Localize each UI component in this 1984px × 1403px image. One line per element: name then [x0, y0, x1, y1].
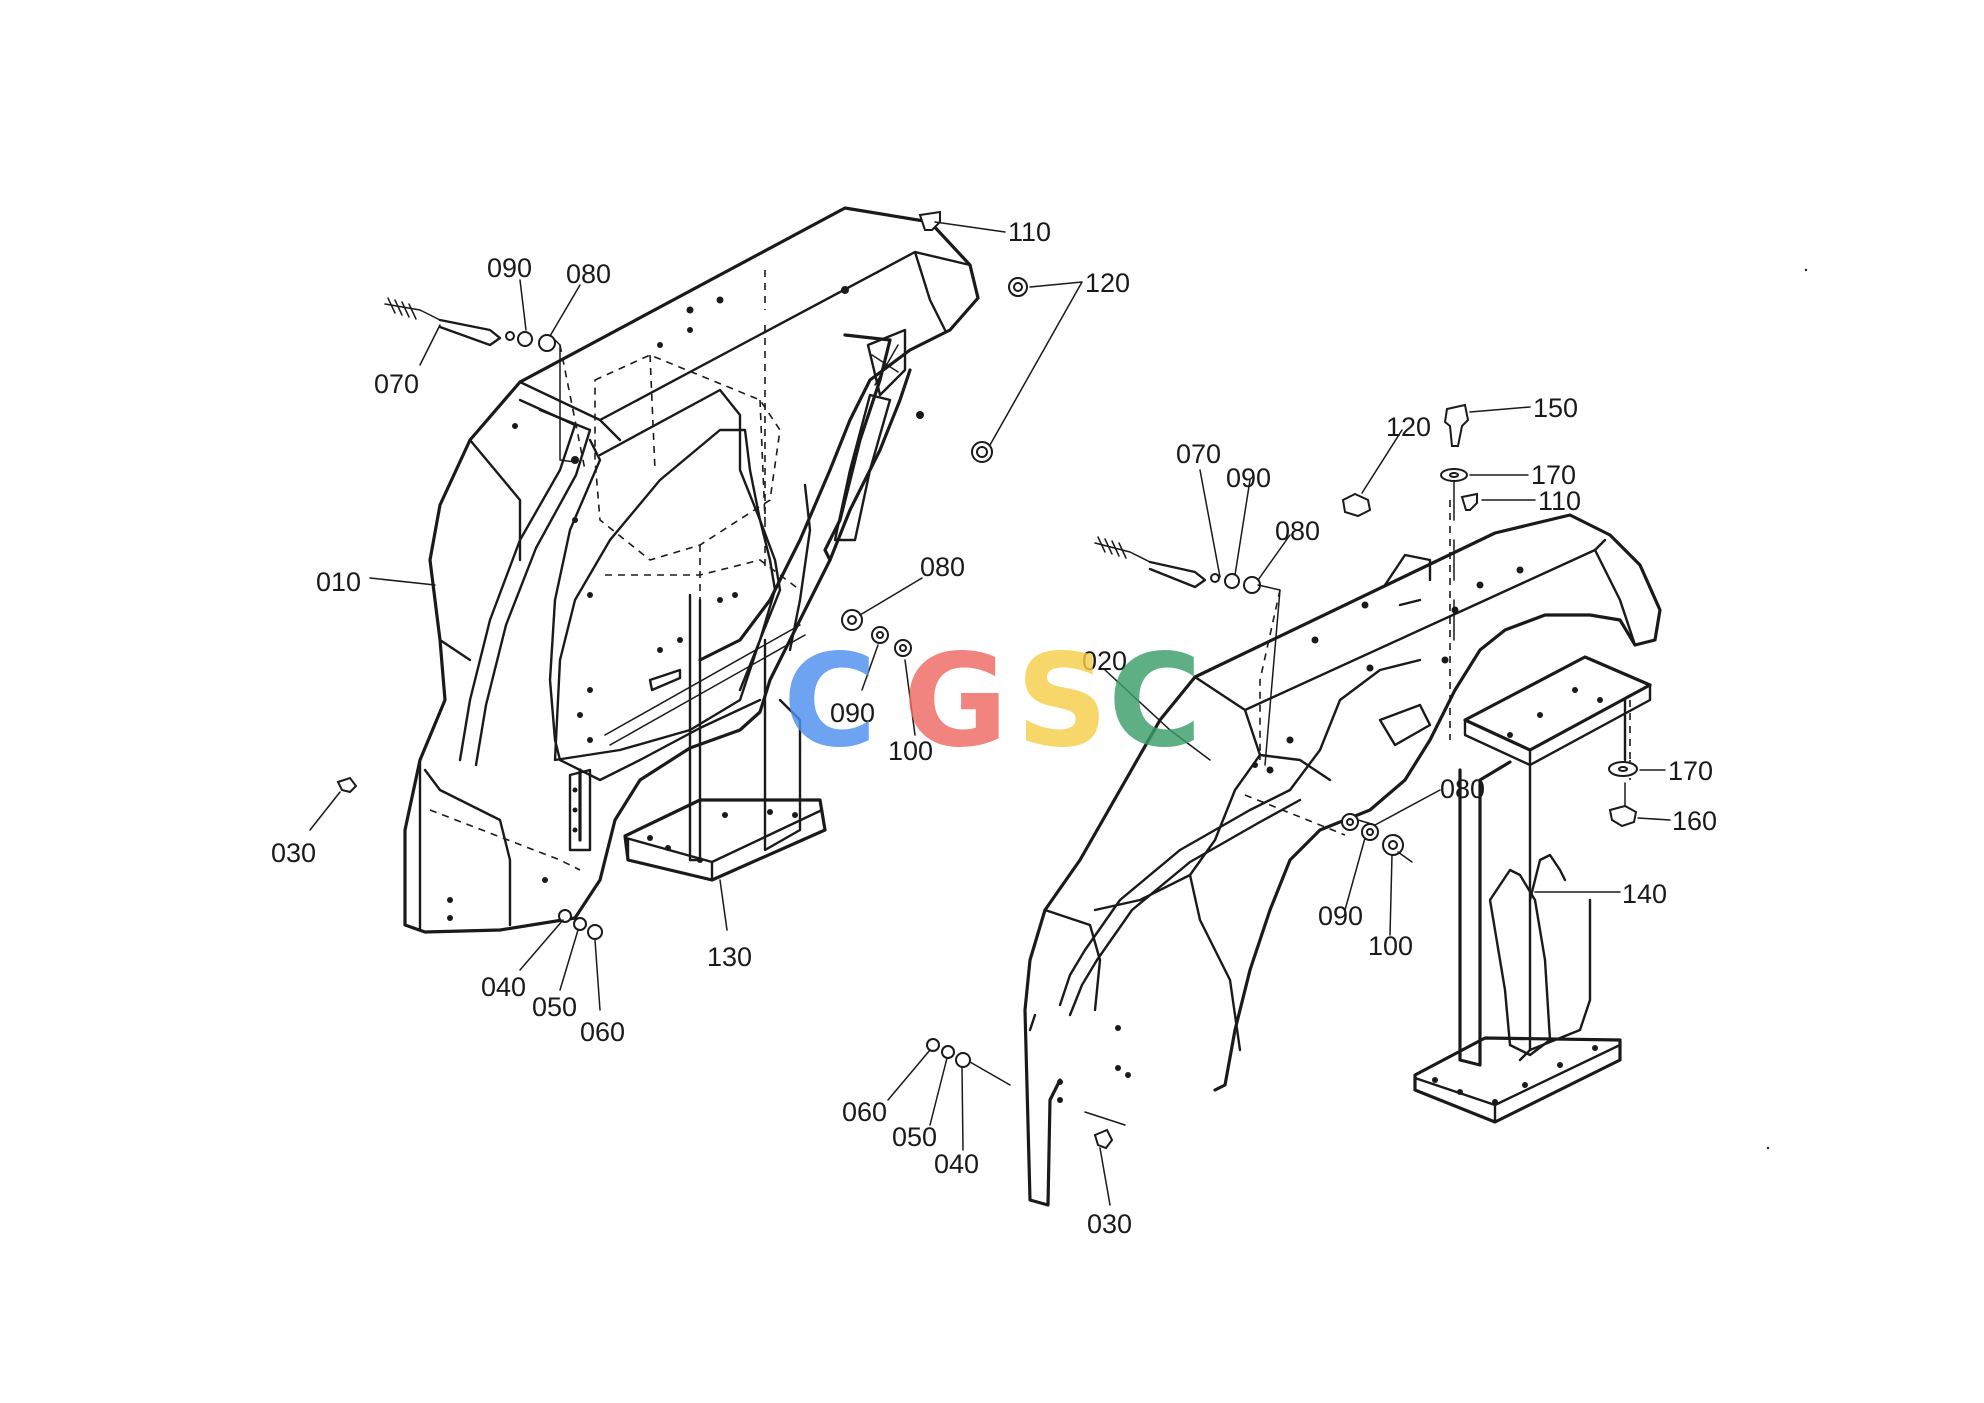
label-left-030: 030: [271, 838, 316, 868]
label-left-010: 010: [316, 567, 361, 597]
watermark-letter-g: G: [903, 627, 1008, 776]
speck: [1766, 1146, 1770, 1150]
label-right-020: 020: [1082, 646, 1127, 676]
label-left-110: 110: [1008, 217, 1051, 247]
label-right-090-mid: 090: [1318, 901, 1363, 931]
right-fender-020: [1023, 500, 1662, 1207]
label-left-070: 070: [374, 369, 419, 399]
label-left-040: 040: [481, 972, 526, 1002]
left-hardware: [336, 210, 1028, 940]
label-right-080-mid: 080: [1440, 774, 1485, 804]
label-right-030: 030: [1087, 1209, 1132, 1239]
label-right-170-top: 170: [1531, 460, 1576, 490]
left-leaders: [309, 221, 1083, 1011]
label-right-040: 040: [934, 1149, 979, 1179]
label-right-150: 150: [1533, 393, 1578, 423]
label-left-080-top: 080: [566, 259, 611, 289]
label-left-090-mid: 090: [830, 698, 875, 728]
label-right-050: 050: [892, 1122, 937, 1152]
left-stand-130: [623, 593, 827, 882]
label-right-070: 070: [1176, 439, 1221, 469]
label-right-110: 110: [1538, 486, 1581, 516]
label-right-160: 160: [1672, 806, 1717, 836]
label-right-170-mid: 170: [1668, 756, 1713, 786]
left-labels: 110 120 090 080 070 010 080 090 100 030 …: [271, 217, 1130, 1047]
watermark-letter-c2: C: [1108, 627, 1202, 776]
left-fender-010: [403, 206, 980, 934]
right-leaders: [887, 406, 1671, 1206]
right-labels: 150 120 170 110 070 090 080 020 080 090 …: [842, 393, 1717, 1239]
watermark-letter-s: S: [1016, 627, 1108, 776]
label-left-130: 130: [707, 942, 752, 972]
label-left-120: 120: [1085, 268, 1130, 298]
label-left-060: 060: [580, 1017, 625, 1047]
label-right-100: 100: [1368, 931, 1413, 961]
label-left-050: 050: [532, 992, 577, 1022]
label-right-140: 140: [1622, 879, 1667, 909]
speck: [1804, 268, 1808, 272]
right-stand-140: [1413, 655, 1652, 1124]
label-left-090-top: 090: [487, 253, 532, 283]
label-right-080-top: 080: [1275, 516, 1320, 546]
watermark-letter-c1: C: [783, 627, 877, 776]
cgsc-watermark-logo: C G S C: [783, 627, 1202, 776]
label-right-060: 060: [842, 1097, 887, 1127]
label-right-120: 120: [1386, 412, 1431, 442]
label-right-090-top: 090: [1226, 463, 1271, 493]
label-left-080-mid: 080: [920, 552, 965, 582]
label-left-100: 100: [888, 736, 933, 766]
right-hardware: [926, 403, 1638, 1150]
